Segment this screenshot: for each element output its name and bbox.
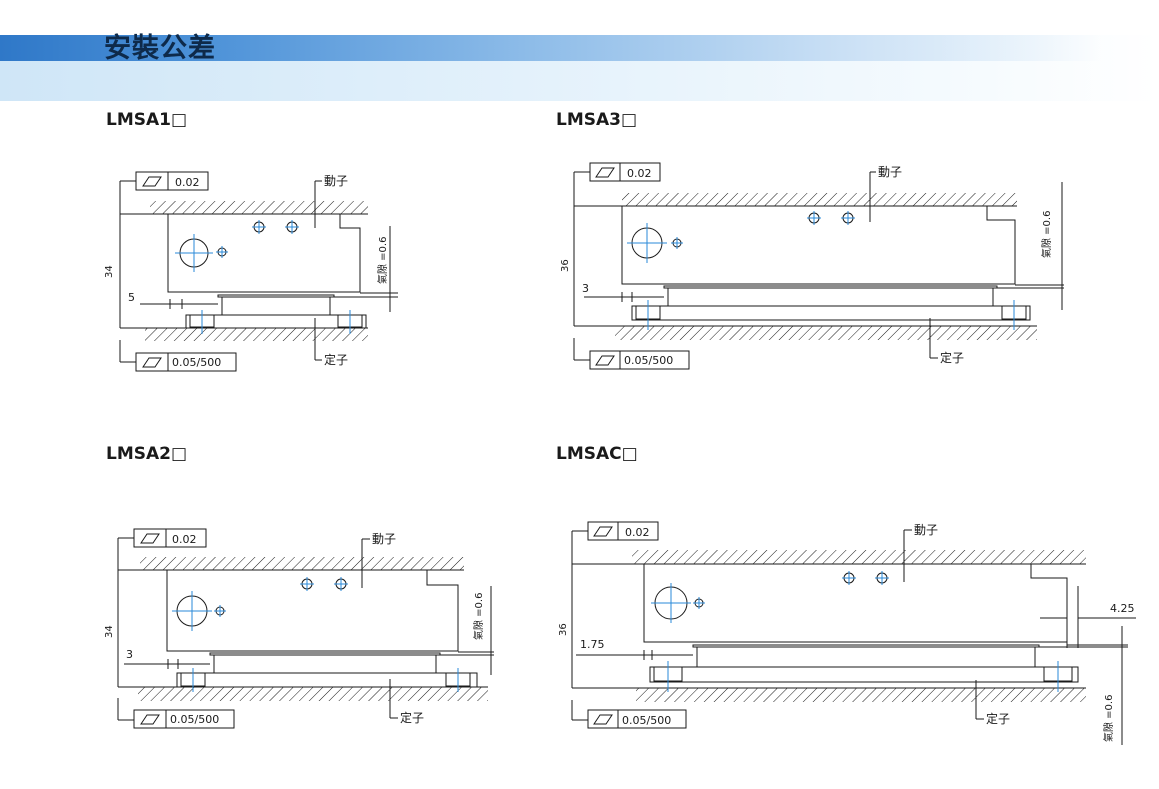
- flatness-top-value: 0.02: [175, 176, 200, 189]
- flatness-bottom-value: 0.05/500: [170, 713, 219, 726]
- header-top-strip: [0, 17, 1159, 35]
- stator-label: 定子: [940, 350, 964, 365]
- magnet-plate: [221, 296, 331, 316]
- stator-label: 定子: [400, 710, 424, 725]
- air-gap-label: 氣隙 =0.6: [376, 237, 389, 284]
- mover-label: 動子: [324, 174, 348, 188]
- drawing-lmsa2: [117, 528, 494, 729]
- height-dim: 34: [104, 625, 115, 638]
- mover-hatch: [150, 201, 368, 214]
- height-dim: 36: [560, 259, 571, 272]
- section-title-lmsac: LMSAC□: [556, 444, 638, 464]
- section-title-lmsa1: LMSA1□: [106, 110, 188, 130]
- section-title-lmsa2: LMSA2□: [106, 444, 188, 464]
- gap-dim: 3: [126, 648, 133, 661]
- flatness-top-value: 0.02: [627, 167, 652, 180]
- drawing-lmsac: [571, 521, 1136, 745]
- gap-dim: 1.75: [580, 638, 605, 651]
- stator-label: 定子: [324, 352, 348, 367]
- mover-label: 動子: [914, 523, 938, 537]
- mover-label: 動子: [878, 165, 902, 179]
- height-dim: 34: [104, 265, 115, 278]
- page-title: 安裝公差: [104, 33, 216, 64]
- air-gap-label: 氣隙 =0.6: [1040, 211, 1053, 258]
- section-title-lmsa3: LMSA3□: [556, 110, 638, 130]
- flatness-top-value: 0.02: [172, 533, 197, 546]
- flatness-bottom-value: 0.05/500: [172, 356, 221, 369]
- drawing-lmsa1: [119, 171, 398, 372]
- air-gap-label: 氣隙 =0.6: [1102, 695, 1115, 742]
- mover-label: 動子: [372, 532, 396, 546]
- base-hatch: [145, 328, 368, 341]
- flatness-bottom-value: 0.05/500: [624, 354, 673, 367]
- side-dim: 4.25: [1110, 602, 1135, 615]
- gap-dim: 3: [582, 282, 589, 295]
- air-gap-label: 氣隙 =0.6: [472, 593, 485, 640]
- flatness-top-value: 0.02: [625, 526, 650, 539]
- stator-label: 定子: [986, 711, 1010, 726]
- drawing-lmsa3: [573, 162, 1064, 370]
- gap-dim: 5: [128, 291, 135, 304]
- mover-block: [167, 214, 361, 293]
- height-dim: 36: [558, 623, 569, 636]
- flatness-bottom-value: 0.05/500: [622, 714, 671, 727]
